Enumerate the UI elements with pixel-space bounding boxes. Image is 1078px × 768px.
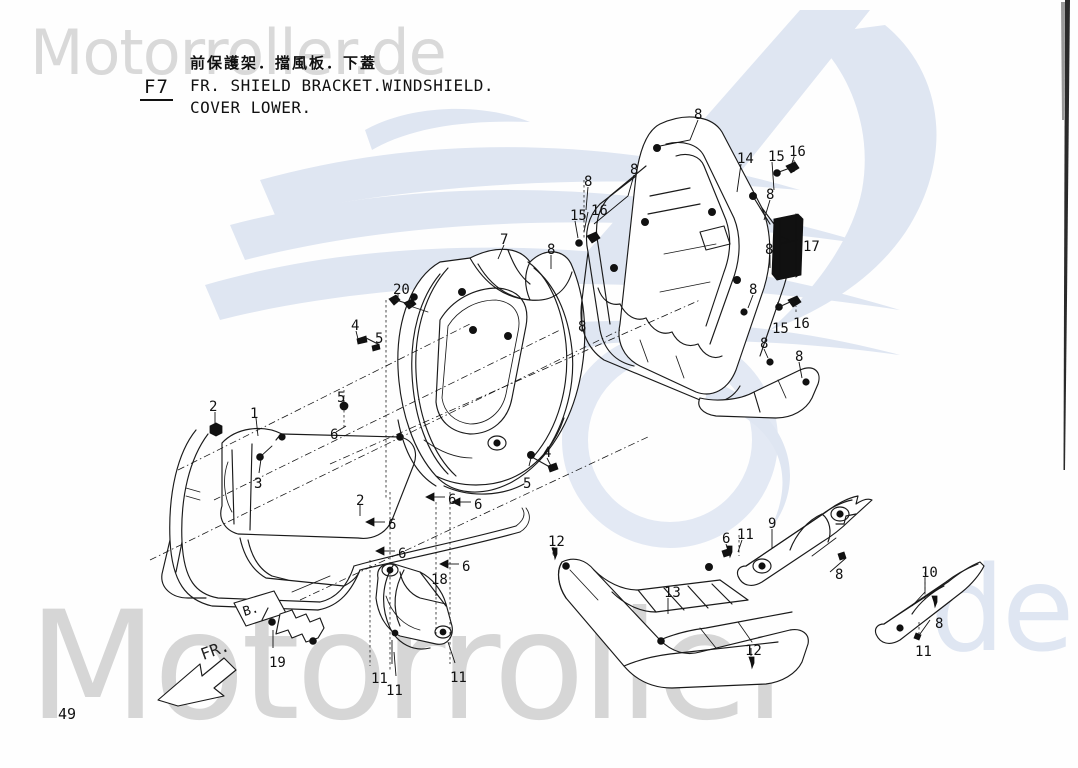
- callout-5: 5: [523, 476, 532, 492]
- callout-16: 16: [789, 144, 806, 160]
- callout-8: 8: [578, 319, 587, 335]
- section-lines: [149, 150, 926, 672]
- callout-8: 8: [749, 282, 758, 298]
- figure-code: F7: [140, 76, 173, 101]
- part-windshield-cover: [339, 248, 586, 495]
- callout-15: 15: [768, 149, 785, 165]
- callout-2: 2: [356, 493, 365, 509]
- callout-9: 9: [768, 516, 777, 532]
- callout-19: 19: [269, 655, 286, 671]
- callout-16: 16: [591, 203, 608, 219]
- title-chinese: 前保護架．擋風板．下蓋: [190, 54, 378, 72]
- callout-8: 8: [765, 242, 774, 258]
- page-number: 49: [58, 705, 77, 723]
- callout-11: 11: [450, 670, 467, 686]
- callout-16: 16: [793, 316, 810, 332]
- callout-20: 20: [393, 282, 410, 298]
- part-side-floor-trim-left: [874, 561, 985, 644]
- callout-11: 11: [371, 671, 388, 687]
- callout-4: 4: [543, 445, 552, 461]
- callout-6: 6: [462, 559, 471, 575]
- callout-3: 3: [254, 476, 263, 492]
- callout-8: 8: [584, 174, 593, 190]
- part-front-mudguard-bracket: [375, 563, 453, 650]
- leader-arrowheads: [365, 235, 790, 569]
- callout-10: 10: [921, 565, 938, 581]
- callout-6: 6: [722, 531, 731, 547]
- callout-11: 11: [915, 644, 932, 660]
- callout-8: 8: [766, 187, 775, 203]
- callout-13: 13: [664, 585, 681, 601]
- callout-15: 15: [570, 208, 587, 224]
- callout-1: 1: [250, 406, 259, 422]
- callout-11: 11: [737, 527, 754, 543]
- callout-6: 6: [474, 497, 483, 513]
- callout-8: 8: [760, 336, 769, 352]
- callout-6: 6: [448, 492, 457, 508]
- part-label-tag-clip: [233, 575, 331, 645]
- callout-6: 6: [330, 427, 339, 443]
- part-leg-shield-inner-cover: [575, 116, 820, 419]
- callout-5: 5: [337, 390, 346, 406]
- part-floor-step-panel: [551, 547, 809, 689]
- callout-8: 8: [835, 567, 844, 583]
- callout-4: 4: [351, 318, 360, 334]
- callout-11: 11: [386, 683, 403, 699]
- direction-arrow: [157, 657, 237, 707]
- part-side-floor-trim-right: [705, 495, 873, 586]
- title-english-line2: COVER LOWER.: [190, 98, 312, 117]
- callout-7: 7: [500, 232, 509, 248]
- callout-5: 5: [375, 331, 384, 347]
- callout-2: 2: [209, 399, 218, 415]
- title-english-line1: FR. SHIELD BRACKET.WINDSHIELD.: [190, 76, 494, 95]
- callout-15: 15: [772, 321, 789, 337]
- callout-14: 14: [737, 151, 754, 167]
- callout-8: 8: [694, 107, 703, 123]
- callout-18: 18: [431, 572, 448, 588]
- callout-12: 12: [548, 534, 565, 550]
- callout-6: 6: [398, 546, 407, 562]
- callout-8: 8: [547, 242, 556, 258]
- callout-8: 8: [795, 349, 804, 365]
- callout-8: 8: [630, 162, 639, 178]
- callout-12: 12: [745, 643, 762, 659]
- callout-17: 17: [803, 239, 820, 255]
- leader-lines: [214, 119, 931, 677]
- callout-6: 6: [388, 517, 397, 533]
- callout-8: 8: [935, 616, 944, 632]
